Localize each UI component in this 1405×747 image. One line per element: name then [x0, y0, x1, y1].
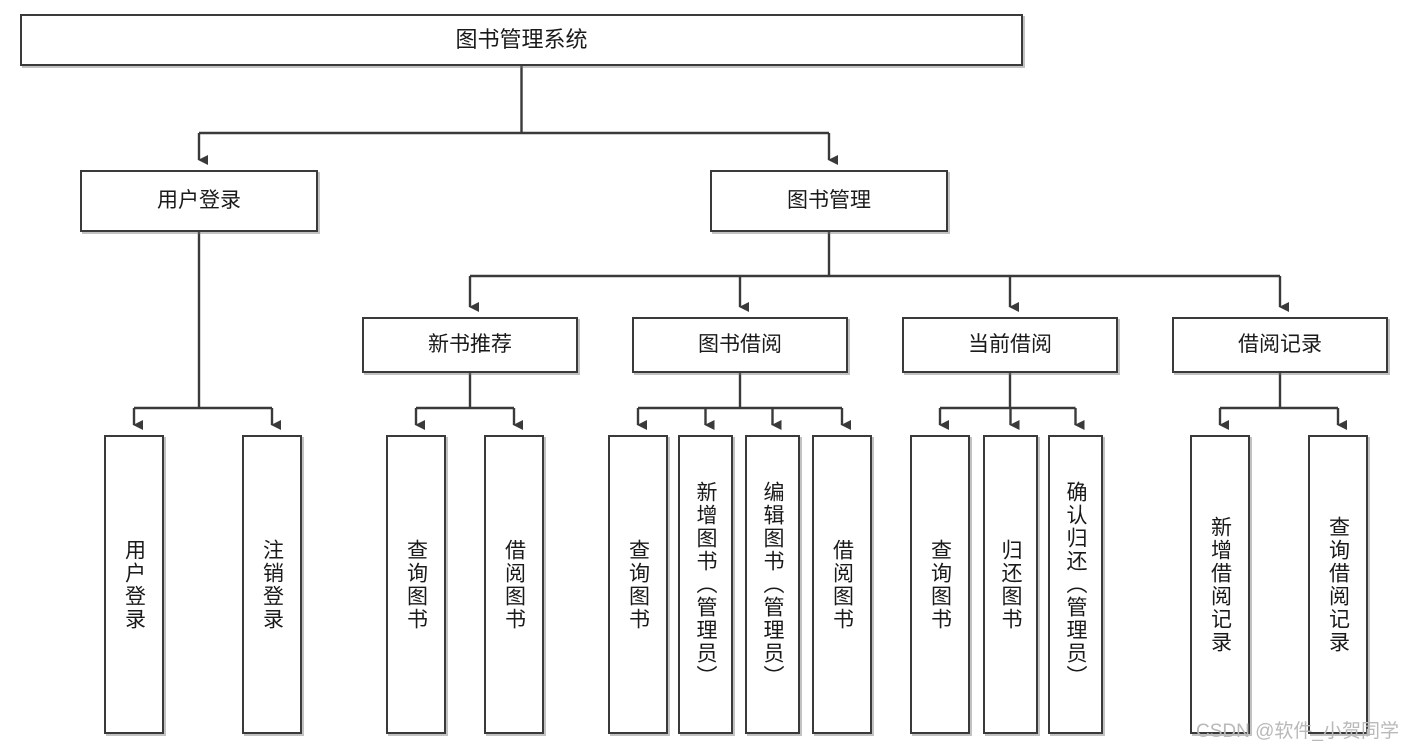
node-new-book-recommend[interactable]: 新书推荐 — [362, 317, 578, 373]
node-leaf-user-login-label: 用户登录 — [122, 538, 146, 631]
node-leaf-query-book-3-label: 查询图书 — [928, 538, 952, 631]
node-leaf-query-book-2-label: 查询图书 — [626, 538, 650, 631]
node-borrow-record-label: 借阅记录 — [1238, 332, 1322, 356]
node-leaf-user-logout-label: 注销登录 — [260, 538, 284, 631]
node-user-login[interactable]: 用户登录 — [80, 170, 318, 232]
node-leaf-borrow-book-1[interactable]: 借阅图书 — [484, 435, 544, 734]
node-leaf-query-book-2[interactable]: 查询图书 — [608, 435, 668, 734]
node-leaf-query-book-1-label: 查询图书 — [404, 538, 428, 631]
node-leaf-add-record[interactable]: 新增借阅记录 — [1190, 435, 1250, 734]
node-leaf-borrow-book-2-label: 借阅图书 — [830, 538, 854, 631]
node-leaf-borrow-book-2[interactable]: 借阅图书 — [812, 435, 872, 734]
node-leaf-query-book-1[interactable]: 查询图书 — [386, 435, 446, 734]
node-leaf-query-record[interactable]: 查询借阅记录 — [1308, 435, 1368, 734]
node-leaf-edit-book[interactable]: 编辑图书（管理员） — [745, 435, 800, 734]
node-leaf-return-book[interactable]: 归还图书 — [983, 435, 1038, 734]
csdn-watermark: CSDN @软件_小贺同学 — [1196, 721, 1399, 742]
node-book-borrow-label: 图书借阅 — [698, 332, 782, 356]
node-book-manage[interactable]: 图书管理 — [710, 170, 948, 232]
node-leaf-user-logout[interactable]: 注销登录 — [242, 435, 302, 734]
node-borrow-record[interactable]: 借阅记录 — [1172, 317, 1388, 373]
node-root-label: 图书管理系统 — [455, 27, 588, 53]
node-user-login-label: 用户登录 — [157, 188, 241, 212]
node-leaf-borrow-book-1-label: 借阅图书 — [502, 538, 526, 631]
node-current-borrow[interactable]: 当前借阅 — [902, 317, 1118, 373]
node-book-borrow[interactable]: 图书借阅 — [632, 317, 848, 373]
node-new-book-recommend-label: 新书推荐 — [428, 332, 512, 356]
node-leaf-edit-book-label: 编辑图书（管理员） — [761, 481, 784, 688]
node-book-manage-label: 图书管理 — [787, 188, 871, 212]
node-leaf-return-book-label: 归还图书 — [999, 538, 1022, 631]
node-current-borrow-label: 当前借阅 — [968, 332, 1052, 356]
node-leaf-add-book-label: 新增图书（管理员） — [694, 481, 717, 688]
node-leaf-add-record-label: 新增借阅记录 — [1208, 515, 1232, 654]
node-leaf-query-book-3[interactable]: 查询图书 — [910, 435, 970, 734]
node-root[interactable]: 图书管理系统 — [20, 14, 1023, 66]
node-leaf-query-record-label: 查询借阅记录 — [1326, 515, 1350, 654]
node-leaf-confirm-return-label: 确认归还（管理员） — [1064, 481, 1087, 688]
node-leaf-confirm-return[interactable]: 确认归还（管理员） — [1048, 435, 1103, 734]
node-leaf-add-book[interactable]: 新增图书（管理员） — [678, 435, 733, 734]
node-leaf-user-login[interactable]: 用户登录 — [104, 435, 164, 734]
